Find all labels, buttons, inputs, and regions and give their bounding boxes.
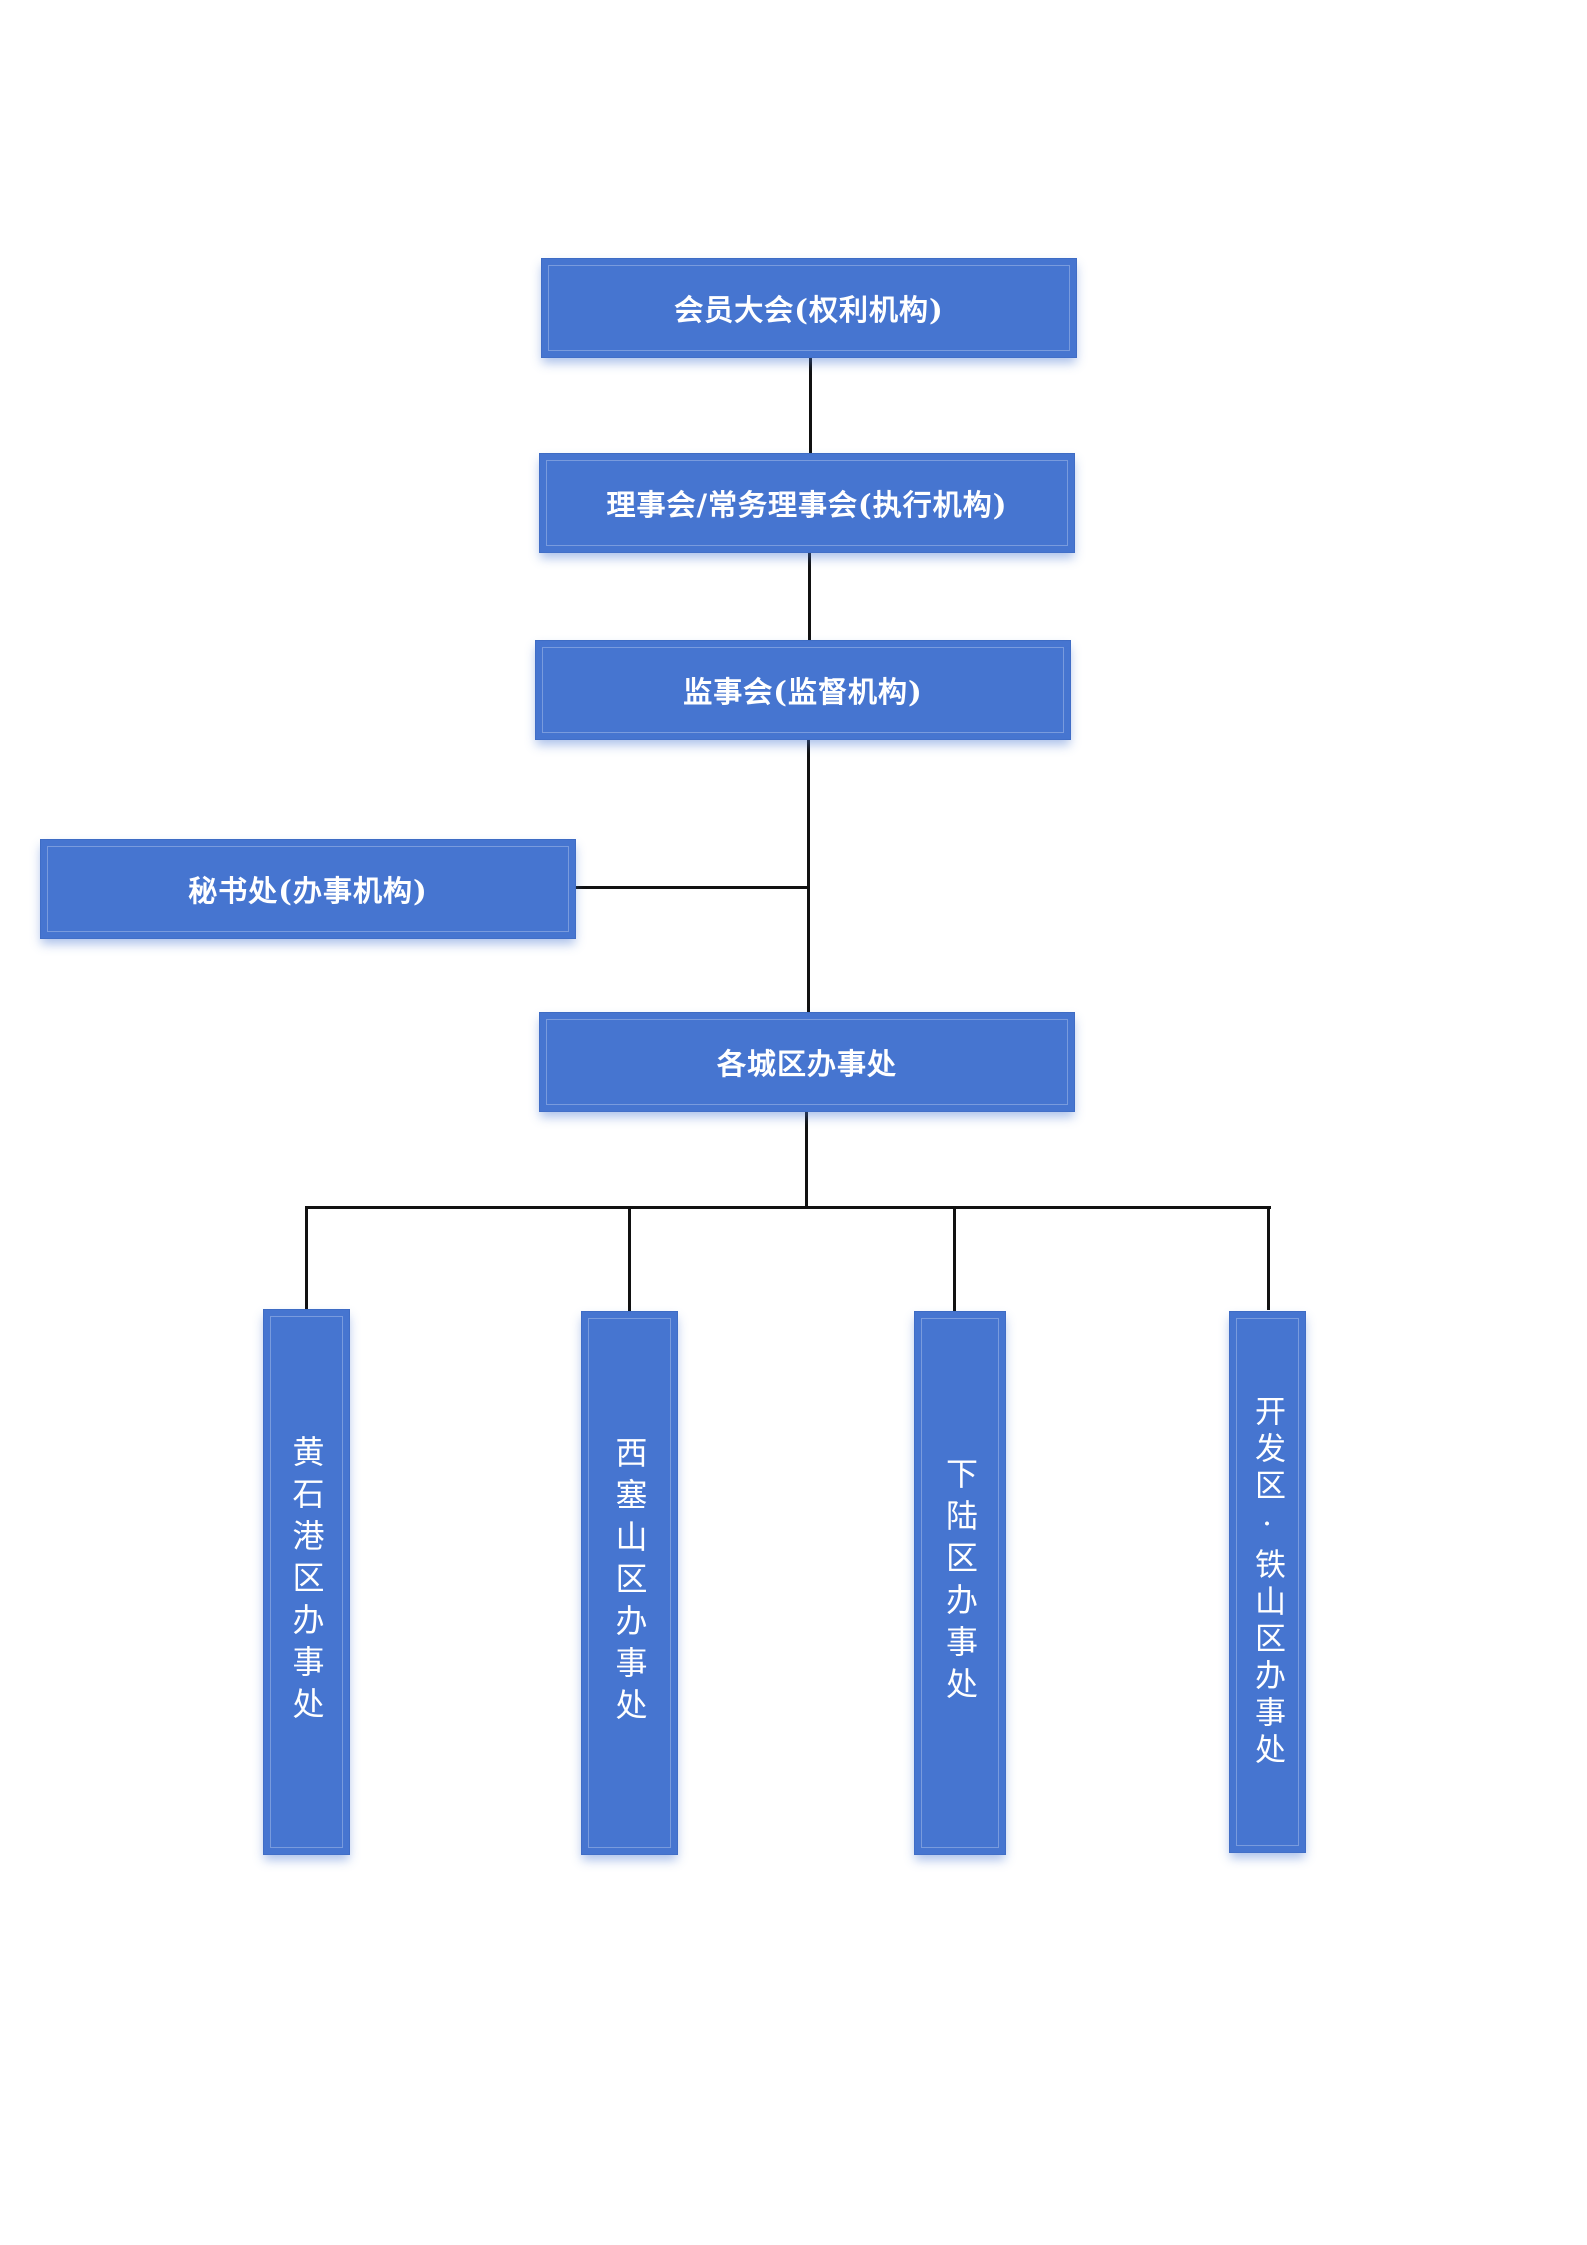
node-branch-xisaishan: 西塞山区办事处 bbox=[582, 1312, 677, 1854]
node-general-assembly: 会员大会(权利机构) bbox=[542, 259, 1076, 357]
node-branch-xialu: 下陆区办事处 bbox=[915, 1312, 1005, 1854]
node-label: 西塞山区办事处 bbox=[610, 1436, 649, 1730]
connector-secretariat bbox=[574, 886, 809, 889]
branch-bus bbox=[305, 1206, 1271, 1209]
connector-supervisory-districts bbox=[807, 739, 810, 1017]
connector-branch-4 bbox=[1267, 1206, 1270, 1310]
node-label: 下陆区办事处 bbox=[941, 1457, 979, 1709]
node-secretariat: 秘书处(办事机构) bbox=[41, 840, 575, 938]
node-council: 理事会/常务理事会(执行机构) bbox=[540, 454, 1074, 552]
node-label: 会员大会(权利机构) bbox=[674, 293, 944, 327]
connector-assembly-council bbox=[809, 357, 812, 457]
node-label: 监事会(监督机构) bbox=[683, 675, 923, 709]
node-label: 各城区办事处 bbox=[716, 1047, 897, 1081]
node-label: 黄石港区办事处 bbox=[287, 1435, 326, 1729]
connector-branch-2 bbox=[628, 1206, 631, 1312]
connector-branch-1 bbox=[305, 1206, 308, 1310]
node-label: 秘书处(办事机构) bbox=[188, 874, 428, 908]
connector-branch-3 bbox=[953, 1206, 956, 1312]
node-supervisory-board: 监事会(监督机构) bbox=[536, 641, 1070, 739]
node-label: 理事会/常务理事会(执行机构) bbox=[606, 488, 1008, 522]
connector-districts-bus bbox=[805, 1111, 808, 1206]
node-label: 开发区·铁山区办事处 bbox=[1249, 1394, 1285, 1770]
node-district-offices: 各城区办事处 bbox=[540, 1013, 1074, 1111]
connector-council-supervisory bbox=[808, 552, 811, 644]
node-branch-huangshigang: 黄石港区办事处 bbox=[264, 1310, 349, 1854]
node-branch-kaifaqu-tieshan: 开发区·铁山区办事处 bbox=[1230, 1312, 1305, 1852]
